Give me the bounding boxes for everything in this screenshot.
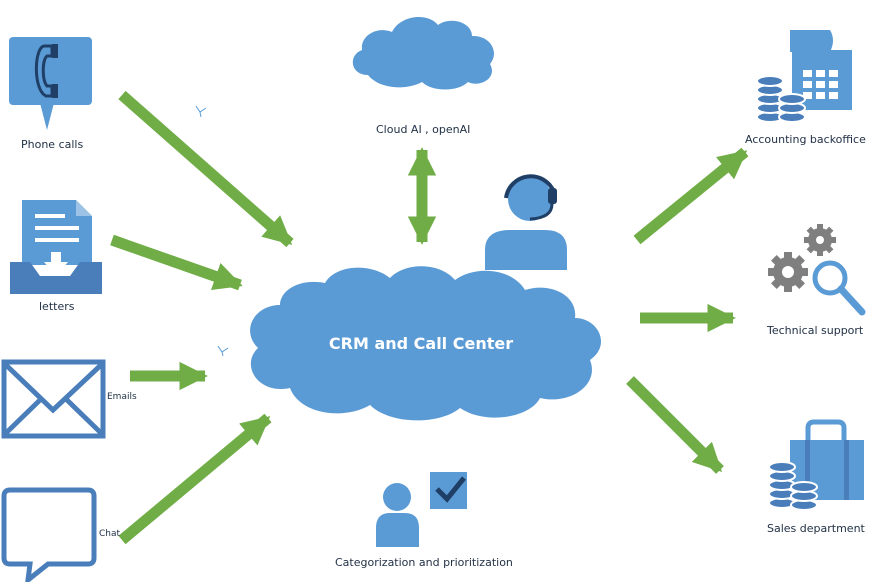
- sales-icon: [768, 419, 864, 511]
- person-checkbox-icon: [376, 472, 467, 547]
- label-letters: letters: [39, 300, 75, 313]
- label-technical-support: Technical support: [767, 324, 864, 337]
- arrow-letters-to-crm: [110, 234, 243, 291]
- cloud-ai-icon: [352, 16, 494, 90]
- envelope-icon: [1, 359, 106, 439]
- arrow-phone-to-crm: [118, 90, 294, 248]
- agent-headset-icon: [485, 174, 567, 270]
- label-emails: Emails: [107, 392, 137, 402]
- arrow-crm-to-accounting: [633, 147, 749, 245]
- label-cloud-ai: Cloud AI , openAI: [376, 123, 471, 136]
- center-title: CRM and Call Center: [328, 334, 514, 353]
- phone-icon: [9, 37, 92, 130]
- label-accounting: Accounting backoffice: [745, 133, 866, 146]
- accounting-icon: [756, 30, 852, 123]
- arrow-crm-to-sales: [626, 376, 724, 474]
- label-categorization: Categorization and prioritization: [335, 556, 513, 569]
- label-sales: Sales department: [767, 522, 865, 535]
- label-chat: Chat: [99, 529, 121, 539]
- technical-support-icon: [768, 224, 866, 316]
- arrow-chat-to-crm: [118, 413, 272, 545]
- chat-bubble-icon: [1, 487, 97, 582]
- label-phone-calls: Phone calls: [21, 138, 84, 151]
- central-cloud: [250, 266, 602, 421]
- decorative-marks: [195, 105, 229, 357]
- letters-icon: [10, 200, 102, 294]
